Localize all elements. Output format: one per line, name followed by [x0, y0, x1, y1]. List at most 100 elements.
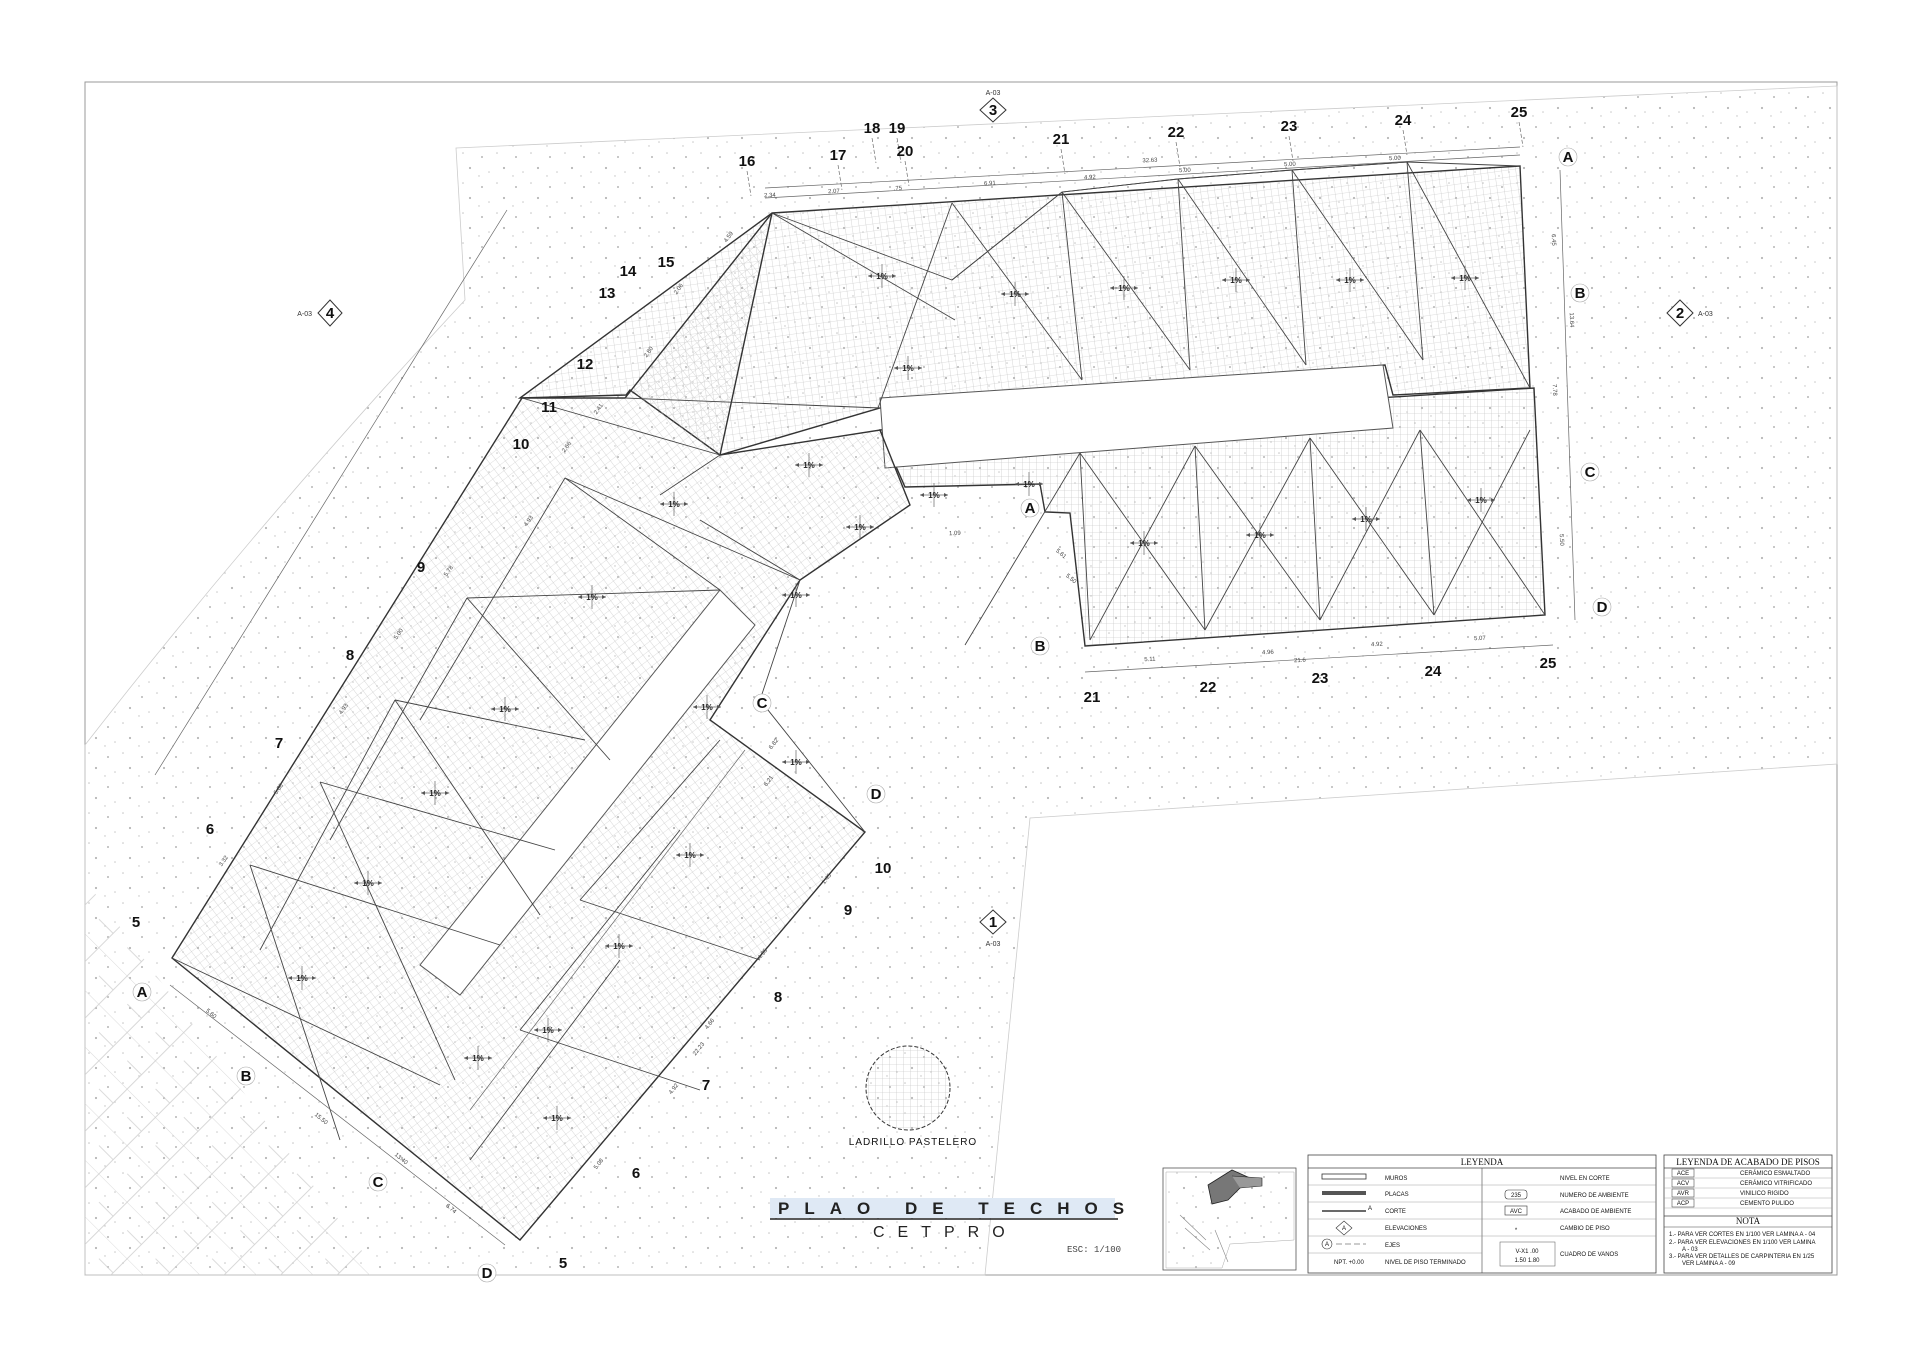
slope-marker: 1%: [1015, 472, 1043, 496]
legend-title: LEYENDA: [1461, 1157, 1504, 1167]
legend-item-corte: CORTE: [1385, 1209, 1406, 1215]
slope-label: 1%: [668, 500, 680, 509]
finish-desc-ACV: CERÁMICO VITRIFICADO: [1740, 1180, 1812, 1187]
slope-marker: 1%: [491, 697, 519, 721]
slope-label: 1%: [296, 974, 308, 983]
dimension-top: 5.00: [1284, 162, 1297, 169]
legend-npt-symbol: NPT. +0.00: [1334, 1260, 1365, 1266]
slope-label: 1%: [1023, 480, 1035, 489]
slope-label: 1%: [803, 461, 815, 470]
section-2-ref: A-03: [1698, 311, 1713, 318]
slope-label: 1%: [1138, 539, 1150, 548]
dimension-right: 6.45: [1550, 234, 1556, 247]
dimension-lines: [154, 146, 1576, 1246]
pattern-sample-label: LADRILLO PASTELERO: [849, 1137, 977, 1148]
axis-leader-top-21: [1060, 148, 1066, 175]
finish-code-box: [1671, 1198, 1695, 1208]
axis-label-letter-D: D: [1597, 599, 1608, 616]
finish-desc-ACP: CEMENTO PULIDO: [1740, 1201, 1794, 1207]
legend-elevacion-symbol: A: [1342, 1226, 1346, 1232]
dimension-top: 4.92: [1084, 175, 1097, 182]
slope-label: 1%: [928, 491, 940, 500]
axis-label-top-18: 18: [864, 120, 881, 137]
axis-label-letter-D: D: [482, 1265, 493, 1282]
axis-label-bottom-25: 25: [1540, 655, 1557, 672]
axis-label-letter-B: B: [241, 1068, 252, 1085]
slope-marker: 1%: [1001, 282, 1029, 306]
sheet-title: PLAO DE TECHOS: [778, 1199, 1139, 1218]
slope-marker: 1%: [605, 934, 633, 958]
slope-marker: 1%: [543, 1106, 571, 1130]
legend-vanos-row1: V-X1 .00: [1515, 1249, 1539, 1255]
dimension-bottom: 21.6: [1294, 658, 1307, 665]
dimension-top: 6.91: [984, 181, 997, 188]
slope-label: 1%: [429, 789, 441, 798]
note-3: 3.- PARA VER DETALLES DE CARPINTERIA EN …: [1669, 1254, 1815, 1260]
axis-label-left-10: 10: [513, 436, 530, 453]
section-3-number: 3: [989, 102, 997, 119]
axis-label-top-20: 20: [897, 143, 914, 160]
axis-leader-top-19: [896, 137, 902, 164]
dimension-bottom: 5.07: [1474, 636, 1487, 643]
dimension-top: .75: [894, 186, 903, 192]
axis-label-top-16: 16: [739, 153, 756, 170]
dimension-diagonal-left: 2.80: [643, 345, 655, 359]
slope-label: 1%: [1360, 515, 1372, 524]
slope-marker: 1%: [846, 515, 874, 539]
legend-cambio-symbol: *: [1515, 1228, 1518, 1234]
slope-marker: 1%: [1246, 523, 1274, 547]
axis-bubble-A: [132, 982, 152, 1002]
axis-leader-top-17: [837, 164, 843, 191]
dimension-top: 5.00: [1179, 168, 1192, 175]
slope-marker: 1%: [1336, 268, 1364, 292]
axis-label-left-14: 14: [620, 263, 637, 280]
slope-marker: 1%: [795, 453, 823, 477]
slope-label: 1%: [854, 523, 866, 532]
dimension-diagonal-left: 4.93: [338, 702, 350, 716]
slope-marker: 1%: [534, 1018, 562, 1042]
dimension-right: 7.78: [1551, 384, 1557, 397]
axis-label-right-8: 8: [774, 989, 782, 1006]
legend-item-nivel-corte: NIVEL EN CORTE: [1560, 1176, 1610, 1182]
slope-label: 1%: [613, 942, 625, 951]
roof-diagonal-wing: [171, 212, 911, 1241]
slope-marker: 1%: [421, 781, 449, 805]
sheet-subtitle: CETPRO: [873, 1224, 1018, 1241]
slope-marker: 1%: [676, 843, 704, 867]
axis-bubble-A: [1558, 147, 1578, 167]
section-3-ref: A-03: [986, 90, 1001, 97]
legend-item-elevaciones: ELEVACIONES: [1385, 1226, 1427, 1232]
slope-label: 1%: [499, 705, 511, 714]
axis-label-top-23: 23: [1281, 118, 1298, 135]
slope-markers: 1% 1% 1% 1% 1% 1% 1% 1% 1% 1% 1% 1% 1% 1% 1% 1% 1% 1% 1% 1%…: [288, 264, 1495, 1130]
axis-label-top-25: 25: [1511, 104, 1528, 121]
paved-area: [85, 880, 380, 1275]
slope-marker: 1%: [578, 585, 606, 609]
axis-label-letter-C: C: [1585, 464, 1596, 481]
axis-leader-top-18: [871, 137, 877, 164]
legend: LEYENDA A A A NPT. +0.00 MUROS PLACAS CO…: [1307, 1154, 1657, 1274]
dimension-bottom: 1.09: [949, 531, 962, 538]
axis-label-letter-D: D: [871, 786, 882, 803]
slope-marker: 1%: [1110, 276, 1138, 300]
slope-label: 1%: [1475, 496, 1487, 505]
slope-label: 1%: [542, 1026, 554, 1035]
section-1-number: 1: [989, 914, 997, 931]
axis-leader-top-22: [1175, 141, 1181, 168]
dimension-diagonal-left: 5.08: [273, 782, 285, 796]
slope-label: 1%: [586, 593, 598, 602]
dimension-diagonal-left: 2.66: [561, 440, 573, 454]
axis-label-right-6: 6: [632, 1165, 640, 1182]
slope-marker: 1%: [782, 750, 810, 774]
axis-leader-top-25: [1518, 121, 1524, 148]
slope-label: 1%: [790, 591, 802, 600]
slope-marker: 1%: [894, 356, 922, 380]
legend-item-npt: NIVEL DE PISO TERMINADO: [1385, 1260, 1466, 1266]
axis-label-letter-B: B: [1575, 285, 1586, 302]
legend-eje-symbol: A: [1325, 1242, 1329, 1248]
slope-label: 1%: [472, 1054, 484, 1063]
slope-label: 1%: [1459, 274, 1471, 283]
section-4-ref: A-03: [297, 311, 312, 318]
